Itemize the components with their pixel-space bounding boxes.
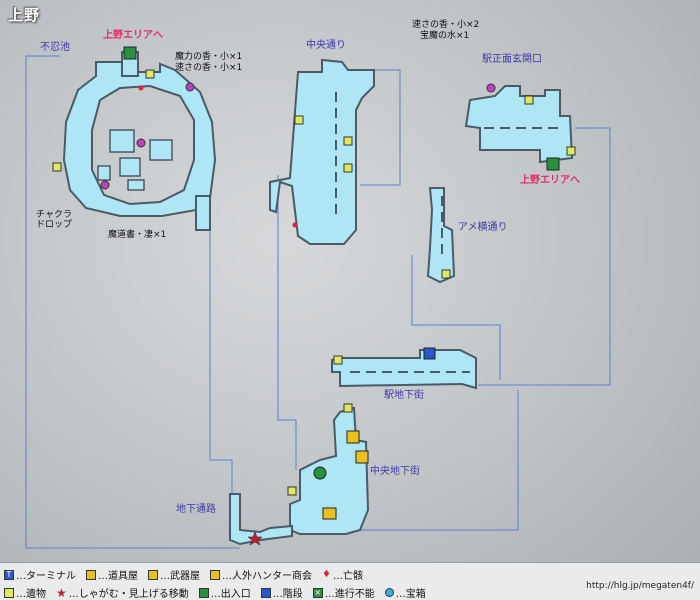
chest-marker-2 <box>136 138 146 148</box>
stairs-icon <box>260 587 271 598</box>
terminal-icon-map <box>423 347 436 360</box>
hunter-shop-icon-map <box>355 450 369 464</box>
crouch-marker <box>247 531 263 546</box>
legend-crouch: ★…しゃがむ・見上げる移動 <box>56 585 189 600</box>
legend-row-1: T…ターミナル …道具屋 …武器屋 …人外ハンター商会 ♦…亡骸 <box>4 567 363 582</box>
chika-tsuro-block <box>229 493 293 546</box>
chest-marker-4 <box>486 83 496 93</box>
place-chuo-dori: 中央通り <box>306 40 346 51</box>
blocked-icon: × <box>312 587 323 598</box>
item-label-2: 速さの香・小×1 <box>175 63 243 73</box>
legend-relic: …遺物 <box>4 585 46 600</box>
legend-hunter-shop: …人外ハンター商会 <box>210 567 312 582</box>
terminal-icon: T <box>4 569 14 580</box>
facility-icons <box>123 46 560 546</box>
corpse-markers <box>138 85 298 228</box>
tool-shop-icon <box>86 569 96 580</box>
place-shinobazu: 不忍池 <box>40 42 70 53</box>
place-ekimae: 駅正面玄関口 <box>482 54 542 65</box>
stairs-icon-map <box>313 466 327 480</box>
legend-blocked: ×…進行不能 <box>312 587 375 600</box>
item-label-4: 宝魔の水×1 <box>420 31 470 41</box>
exit-label-right: 上野エリアへ <box>520 175 580 186</box>
place-chuo-chika: 中央地下街 <box>370 466 420 477</box>
route-center <box>277 175 297 470</box>
item-label-3: 速さの香・小×2 <box>412 20 480 30</box>
legend-terminal: T…ターミナル <box>4 567 76 582</box>
chest-marker-1 <box>185 82 195 92</box>
legend-chest: …宝箱 <box>384 585 426 600</box>
legend-weapon-shop: …武器屋 <box>148 567 200 582</box>
ekimae-block <box>464 85 574 164</box>
item-label-1: 魔力の香・小×1 <box>175 52 243 62</box>
pond-corridor <box>195 195 211 231</box>
chest-marker-3 <box>100 180 110 190</box>
chuo-dori-block <box>269 58 375 245</box>
item-label-5: 魔道書・凄×1 <box>108 230 167 240</box>
route-right <box>360 69 401 186</box>
place-eki-chika: 駅地下街 <box>384 390 424 401</box>
route-bottom <box>360 390 519 531</box>
weapon-shop-icon-map <box>346 430 360 444</box>
crouch-icon: ★ <box>56 585 67 600</box>
site-url: http://hlg.jp/megaten4f/ <box>586 581 694 591</box>
route-east <box>478 127 611 386</box>
route-lines <box>25 55 611 549</box>
exit-icon <box>198 587 209 598</box>
route-ame <box>411 255 501 380</box>
eki-chika-block <box>331 349 477 390</box>
relic-markers <box>52 69 576 496</box>
legend: T…ターミナル …道具屋 …武器屋 …人外ハンター商会 ♦…亡骸 …遺物 ★…し… <box>0 562 700 600</box>
corpse-icon: ♦ <box>322 569 331 580</box>
weapon-shop-icon <box>148 569 158 580</box>
chest-markers <box>100 82 496 190</box>
walkway-dashes <box>335 92 560 373</box>
map-title: 上野 <box>8 6 41 24</box>
legend-stairs: …階段 <box>260 585 303 600</box>
place-chika-tsuro: 地下通路 <box>176 504 216 515</box>
legend-row-2: …遺物 ★…しゃがむ・見上げる移動 …出入口 …階段 ×…進行不能 …宝箱 <box>4 585 426 600</box>
legend-tool-shop: …道具屋 <box>86 567 138 582</box>
relic-icon <box>4 587 14 598</box>
route-left <box>25 55 240 549</box>
hunter-shop-icon <box>210 569 220 580</box>
tool-shop-icon-map <box>322 507 337 520</box>
exit-icon-top <box>123 46 137 60</box>
legend-corpse: ♦…亡骸 <box>322 569 363 582</box>
chest-icon <box>384 588 394 597</box>
pond-islands <box>97 129 173 191</box>
exit-icon-right <box>546 157 560 171</box>
legend-exit: …出入口 <box>198 585 251 600</box>
exit-label-top: 上野エリアへ <box>103 30 163 41</box>
place-ameyoko: アメ横通り <box>458 222 508 233</box>
route-mid <box>209 225 233 495</box>
item-label-chakra: チャクラ ドロップ <box>36 210 73 230</box>
